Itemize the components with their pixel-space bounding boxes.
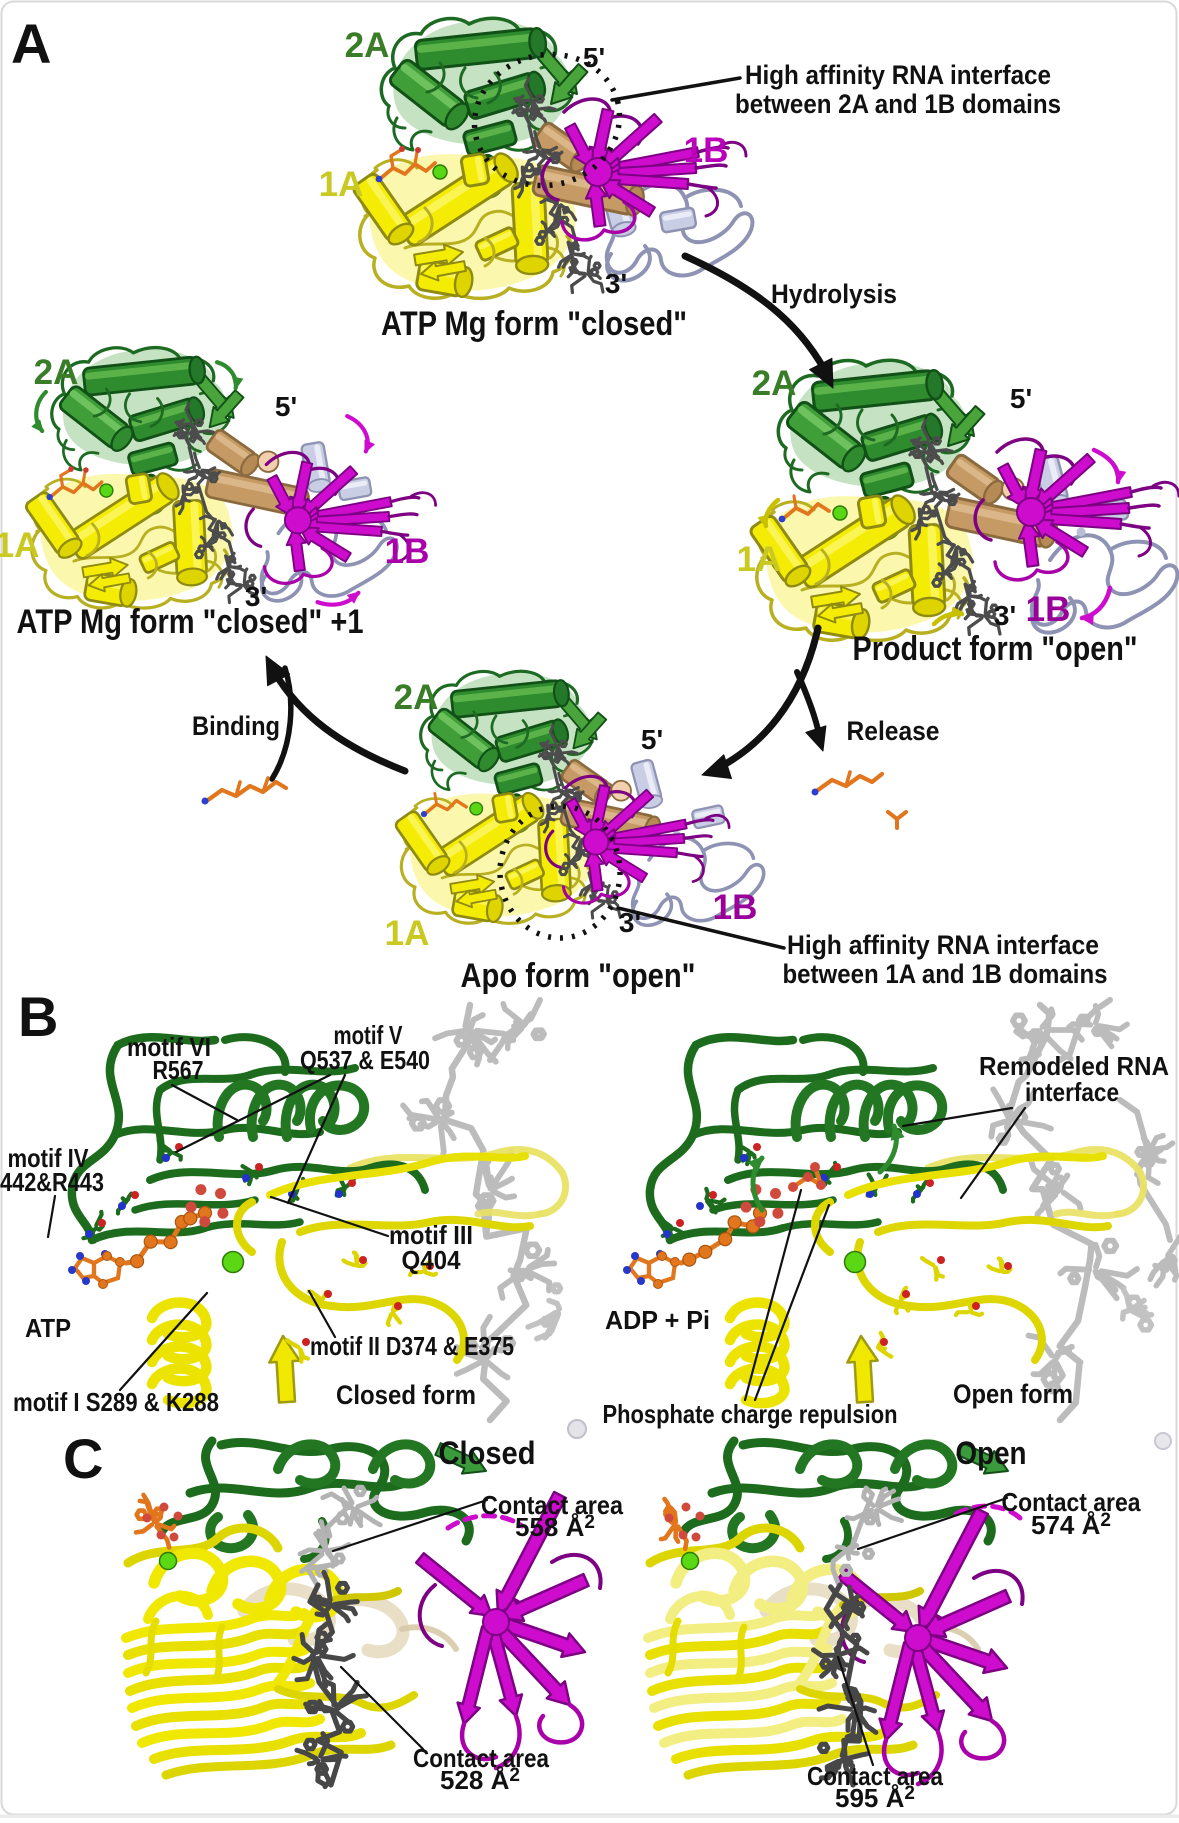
svg-text:558 Å2: 558 Å2 — [515, 1512, 595, 1542]
svg-text:motif VI: motif VI — [127, 1032, 211, 1062]
svg-text:ADP + Pi: ADP + Pi — [605, 1305, 710, 1335]
svg-text:High affinity RNA interface: High affinity RNA interface — [787, 930, 1099, 960]
svg-text:Phosphate charge repulsion: Phosphate charge repulsion — [603, 1399, 898, 1429]
svg-text:2A: 2A — [34, 353, 79, 392]
svg-text:Contact area: Contact area — [413, 1743, 549, 1773]
svg-text:motif I S289 & K288: motif I S289 & K288 — [13, 1387, 219, 1417]
svg-text:595 Å2: 595 Å2 — [835, 1783, 915, 1813]
svg-text:528 Å2: 528 Å2 — [440, 1765, 520, 1795]
svg-text:C: C — [63, 1427, 103, 1490]
svg-text:3': 3' — [605, 268, 627, 299]
svg-text:ATP Mg form "closed": ATP Mg form "closed" — [381, 305, 687, 343]
svg-text:Contact area: Contact area — [807, 1761, 943, 1791]
svg-text:1B: 1B — [385, 532, 430, 571]
svg-text:High affinity RNA interface: High affinity RNA interface — [745, 60, 1051, 90]
svg-text:574 Å2: 574 Å2 — [1031, 1510, 1111, 1540]
svg-text:motif II D374 & E375: motif II D374 & E375 — [310, 1331, 514, 1361]
svg-text:2A: 2A — [345, 26, 390, 65]
svg-text:1B: 1B — [1026, 590, 1071, 629]
svg-text:Binding: Binding — [192, 711, 280, 741]
svg-text:1A: 1A — [385, 914, 430, 953]
svg-text:3': 3' — [619, 907, 641, 938]
svg-text:Contact area: Contact area — [1002, 1487, 1141, 1517]
svg-text:R567: R567 — [153, 1055, 204, 1085]
svg-text:between 2A and 1B domains: between 2A and 1B domains — [735, 89, 1061, 119]
svg-text:Release: Release — [847, 716, 940, 746]
svg-text:5': 5' — [1010, 383, 1032, 414]
svg-text:ATP Mg form "closed" +1: ATP Mg form "closed" +1 — [17, 603, 364, 641]
svg-text:5': 5' — [641, 724, 663, 755]
svg-text:Contact area: Contact area — [481, 1490, 623, 1520]
svg-text:Q537 & E540: Q537 & E540 — [300, 1045, 430, 1075]
svg-text:Hydrolysis: Hydrolysis — [771, 279, 897, 309]
svg-text:motif IV: motif IV — [8, 1143, 90, 1173]
svg-text:1B: 1B — [713, 888, 758, 927]
svg-text:B: B — [18, 985, 58, 1048]
svg-text:1B: 1B — [684, 131, 729, 170]
svg-text:1A: 1A — [319, 165, 364, 204]
svg-text:A: A — [11, 12, 51, 75]
svg-text:2A: 2A — [394, 678, 439, 717]
svg-text:5': 5' — [275, 391, 297, 422]
svg-text:1A: 1A — [0, 526, 39, 565]
svg-text:3': 3' — [245, 581, 267, 612]
svg-text:between 1A and 1B domains: between 1A and 1B domains — [783, 959, 1108, 989]
svg-text:Q404: Q404 — [402, 1245, 461, 1275]
svg-text:motif III: motif III — [389, 1220, 473, 1250]
svg-text:Open: Open — [956, 1435, 1027, 1471]
svg-text:5': 5' — [583, 42, 605, 73]
svg-text:motif V: motif V — [334, 1020, 404, 1050]
svg-text:Closed form: Closed form — [336, 1380, 476, 1410]
svg-text:ATP: ATP — [25, 1313, 71, 1343]
svg-text:Remodeled RNA: Remodeled RNA — [979, 1051, 1169, 1081]
svg-text:Apo form "open": Apo form "open" — [461, 957, 696, 995]
svg-text:Closed: Closed — [439, 1435, 536, 1471]
svg-text:Open form: Open form — [953, 1379, 1073, 1409]
svg-text:1A: 1A — [737, 540, 782, 579]
svg-text:3': 3' — [994, 600, 1016, 631]
svg-text:442&R443: 442&R443 — [0, 1167, 104, 1197]
svg-text:Product form "open": Product form "open" — [853, 630, 1138, 668]
svg-text:interface: interface — [1025, 1077, 1119, 1107]
svg-text:2A: 2A — [752, 364, 797, 403]
